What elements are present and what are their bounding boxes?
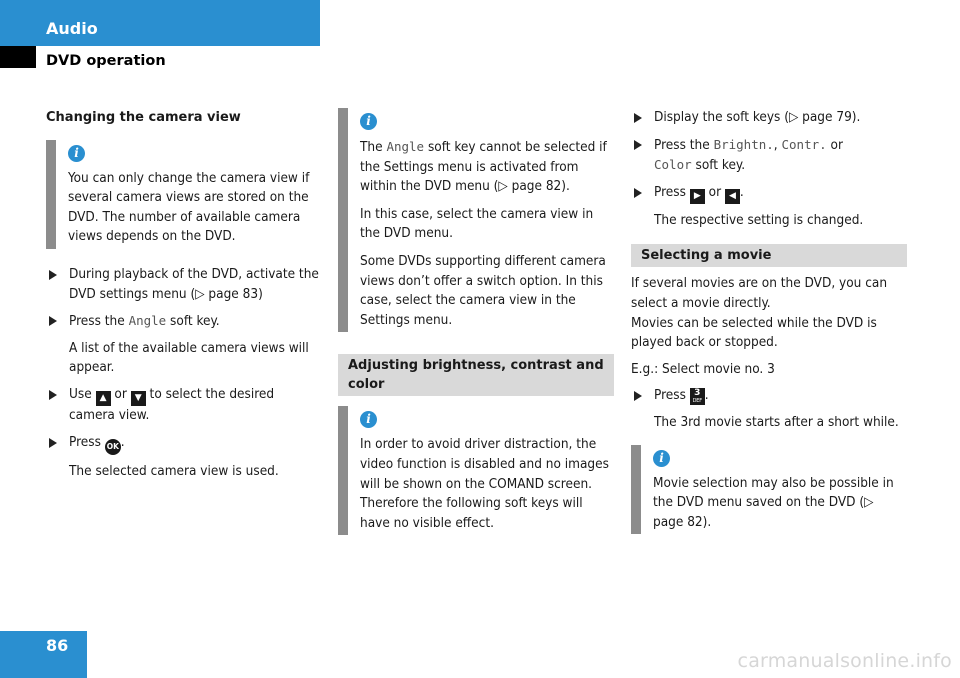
step-press-arrows: Press ▶ or ◀.	[631, 183, 907, 204]
heading-brightness: Adjusting brightness, contrast and color	[338, 354, 614, 397]
column-right: Display the soft keys (▷ page 79). Press…	[631, 108, 907, 535]
info-text: Some DVDs supporting different camera vi…	[360, 252, 606, 328]
column-left: Changing the camera view i You can only …	[46, 108, 322, 481]
softkey-angle: Angle	[386, 139, 425, 154]
step-note-view-used: The selected camera view is used.	[69, 462, 279, 479]
watermark: carmanualsonline.info	[737, 650, 952, 672]
info-box-camera-views: i You can only change the camera view if…	[46, 139, 322, 249]
softkey-color: Color	[654, 157, 692, 173]
down-arrow-key-icon: ▼	[130, 390, 146, 406]
section-title: DVD operation	[46, 53, 166, 69]
info-text: In order to avoid driver distraction, th…	[360, 436, 609, 531]
chapter-title: Audio	[46, 19, 98, 38]
step-activate-settings: During playback of the DVD, activate the…	[46, 265, 322, 304]
column-middle: i The Angle soft key cannot be selected …	[338, 108, 614, 536]
up-arrow-key-icon: ▲	[95, 390, 111, 406]
info-text: Movie selection may also be possible in …	[653, 474, 894, 530]
ok-key-icon: OK	[104, 438, 121, 455]
section-marker	[0, 46, 36, 68]
step-note-movie-starts: The 3rd movie starts after a short while…	[654, 413, 899, 430]
info-icon: i	[653, 449, 670, 467]
softkey-brightness: Brightn.	[713, 136, 774, 152]
info-box-driver-distraction: i In order to avoid driver distraction, …	[338, 406, 614, 536]
info-icon: i	[360, 411, 377, 429]
step-note-list: A list of the available camera views wil…	[69, 339, 309, 376]
step-press-angle: Press the Angle soft key.	[46, 311, 322, 332]
info-box-movie-selection: i Movie selection may also be possible i…	[631, 444, 907, 535]
page-number: 86	[46, 636, 69, 655]
softkey-angle: Angle	[128, 313, 167, 329]
step-select-view: Use ▲ or ▼ to select the desired camera …	[46, 385, 322, 426]
step-display-softkeys: Display the soft keys (▷ page 79).	[631, 108, 907, 128]
header-bar	[0, 0, 320, 46]
paragraph-movies: If several movies are on the DVD, you ca…	[631, 275, 888, 351]
info-text: You can only change the camera view if s…	[68, 169, 310, 245]
right-arrow-key-icon: ▶	[689, 188, 705, 204]
step-press-ok: Press OK.	[46, 433, 322, 455]
heading-selecting-movie: Selecting a movie	[631, 244, 907, 268]
step-note-setting-changed: The respective setting is changed.	[654, 211, 864, 228]
left-arrow-key-icon: ◀	[724, 188, 740, 204]
info-icon: i	[360, 113, 377, 130]
paragraph-example: E.g.: Select movie no. 3	[631, 360, 775, 377]
info-icon: i	[68, 144, 85, 162]
info-box-angle-key: i The Angle soft key cannot be selected …	[338, 108, 614, 333]
heading-camera-view: Changing the camera view	[46, 110, 241, 125]
step-press-softkey: Press the Brightn., Contr. or Color soft…	[631, 135, 907, 176]
info-text: The Angle soft key cannot be selected if…	[360, 139, 607, 195]
info-text: In this case, select the camera view in …	[360, 205, 594, 242]
softkey-contrast: Contr.	[781, 136, 827, 152]
page-number-tab	[0, 631, 87, 678]
